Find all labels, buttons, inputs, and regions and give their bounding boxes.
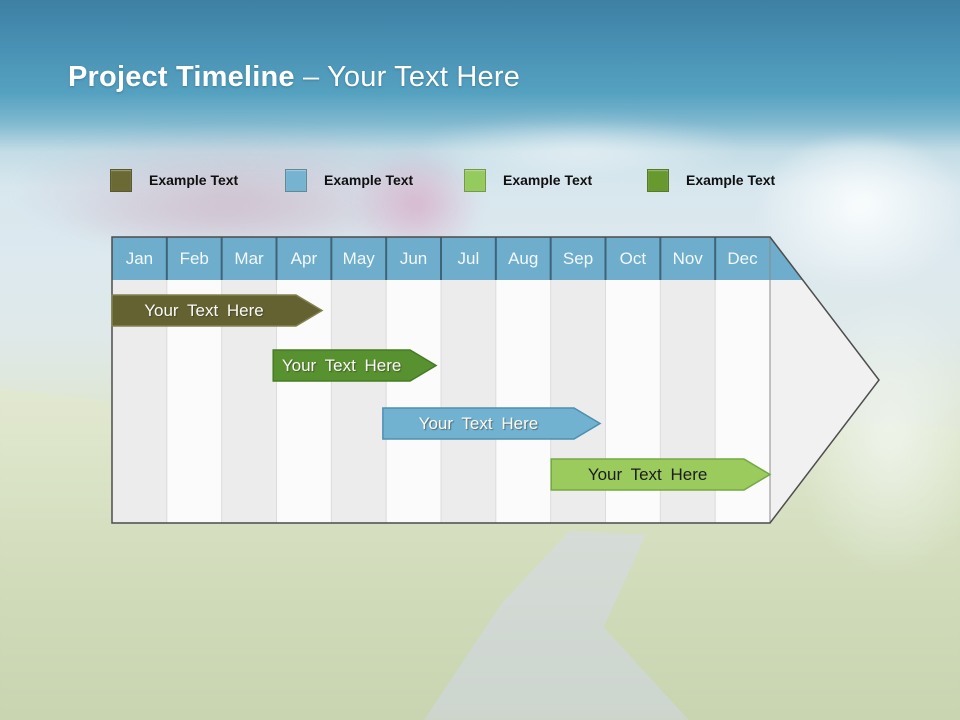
timeline-bar-label: Your Text Here (281, 356, 402, 375)
month-cell: Nov (672, 249, 703, 268)
month-cell: May (342, 249, 375, 268)
legend-item: Example Text (110, 168, 239, 192)
column-stripe (441, 237, 496, 523)
column-stripe (221, 237, 277, 523)
legend-color-swatch (110, 168, 132, 192)
month-cell: Jun (399, 249, 428, 268)
slide-title: Project Timeline – Your Text Here (68, 61, 520, 94)
month-cell: Mar (234, 249, 264, 268)
legend-label: Example Text (686, 172, 776, 188)
legend-color-swatch (285, 168, 307, 192)
slide-title-subtitle: – Your Text Here (302, 61, 521, 93)
timeline-bar (550, 458, 772, 491)
timeline-bar (272, 349, 438, 382)
month-cell: Dec (727, 249, 758, 268)
timeline-arrow-outline (111, 236, 880, 524)
month-cell: Jan (125, 249, 154, 268)
legend-label: Example Text (503, 172, 593, 188)
column-stripe (112, 237, 167, 523)
month-cell: Aug (508, 249, 539, 268)
month-header-band (112, 237, 810, 280)
legend-item: Example Text (647, 168, 776, 192)
legend-item: Example Text (285, 168, 414, 192)
month-header-row: Jan Feb Mar Apr May Jun Jul Aug Sep Oct Nov Dec (112, 237, 770, 280)
month-cell: Sep (562, 249, 594, 268)
timeline-bar (382, 407, 602, 440)
month-cell: Feb (179, 249, 209, 268)
slide-title-main: Project Timeline (68, 61, 295, 93)
timeline-bar-label: Your Text Here (144, 301, 264, 320)
legend-label: Example Text (149, 172, 239, 188)
timeline-reflection (112, 523, 881, 720)
month-cell: Apr (290, 249, 318, 268)
legend-label: Example Text (324, 172, 414, 188)
legend-item: Example Text (464, 168, 593, 192)
month-cell: Jul (457, 249, 480, 268)
legend-color-swatch (647, 168, 669, 192)
month-cell: Oct (619, 249, 647, 268)
timeline-bar (111, 294, 324, 327)
timeline-bars (111, 294, 772, 491)
timeline-bar-label: Your Text Here (587, 465, 708, 484)
legend-color-swatch (464, 168, 486, 192)
column-stripe (495, 237, 551, 523)
column-stripe (166, 237, 222, 523)
timeline-bar-label: Your Text Here (418, 414, 539, 433)
